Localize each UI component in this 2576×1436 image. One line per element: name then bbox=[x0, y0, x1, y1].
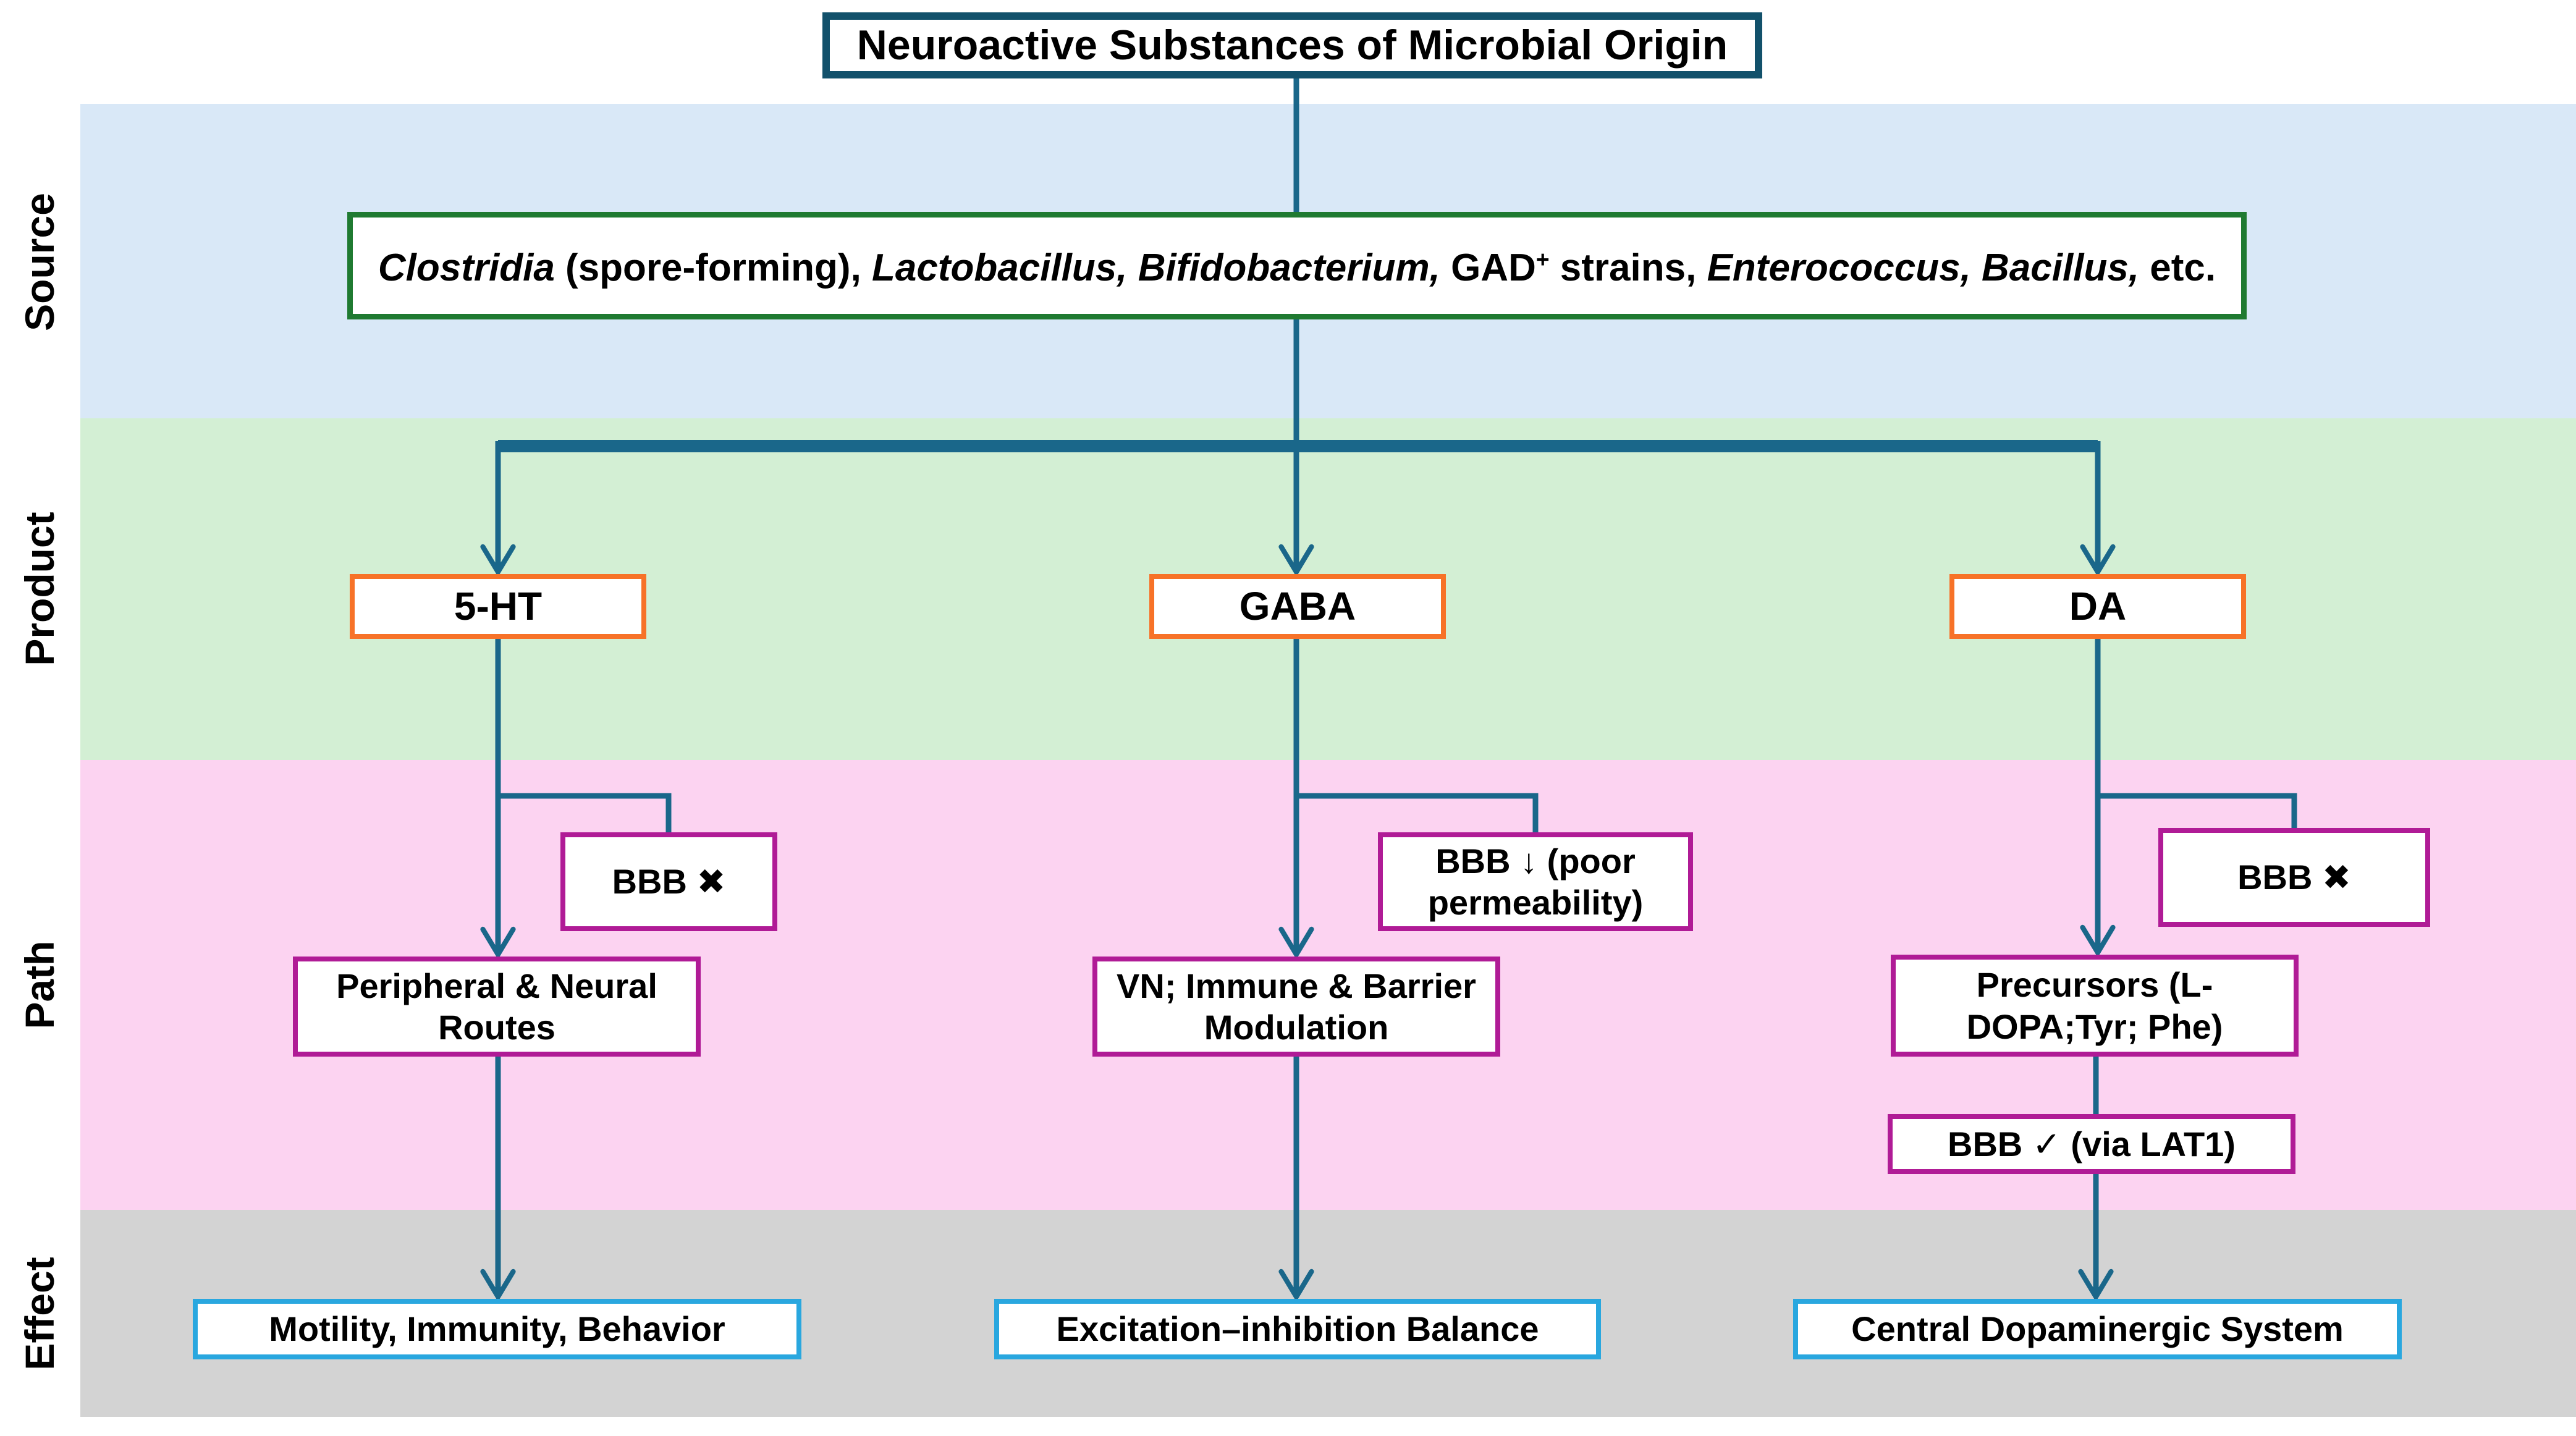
route-box-gaba: VN; Immune & Barrier Modulation bbox=[1092, 957, 1500, 1057]
source-text-segment: Clostridia bbox=[378, 247, 555, 289]
source-text-segment: etc. bbox=[2139, 247, 2216, 289]
source-box: Clostridia (spore-forming), Lactobacillu… bbox=[347, 212, 2247, 319]
bbb-pass-lat1-box: BBB ✓ (via LAT1) bbox=[1888, 1114, 2295, 1174]
bbb-blocked-box-5ht: BBB ✖ bbox=[560, 832, 777, 931]
effect-box-dopamine: Central Dopaminergic System bbox=[1793, 1299, 2402, 1359]
source-text-segment: (spore-forming), bbox=[554, 247, 872, 289]
bbb-blocked-box-da: BBB ✖ bbox=[2158, 828, 2430, 927]
source-text-segment: Enterococcus, Bacillus, bbox=[1707, 247, 2140, 289]
source-text-segment: strains, bbox=[1549, 247, 1707, 289]
precursors-box-da: Precursors (L-DOPA;Tyr; Phe) bbox=[1891, 955, 2299, 1057]
product-box-gaba: GABA bbox=[1149, 574, 1446, 639]
effect-box-excitation: Excitation–inhibition Balance bbox=[994, 1299, 1601, 1359]
bbb-poor-box-gaba: BBB ↓ (poor permeability) bbox=[1378, 832, 1693, 931]
source-text-superscript: + bbox=[1535, 246, 1550, 272]
product-box-da: DA bbox=[1949, 574, 2246, 639]
diagram-title: Neuroactive Substances of Microbial Orig… bbox=[822, 12, 1762, 78]
source-text-segment: GAD bbox=[1440, 247, 1536, 289]
source-text-segment: Lactobacillus, Bifidobacterium, bbox=[872, 247, 1440, 289]
route-box-5ht: Peripheral & Neural Routes bbox=[293, 957, 701, 1057]
effect-box-motility: Motility, Immunity, Behavior bbox=[193, 1299, 801, 1359]
product-box-5ht: 5-HT bbox=[350, 574, 646, 639]
